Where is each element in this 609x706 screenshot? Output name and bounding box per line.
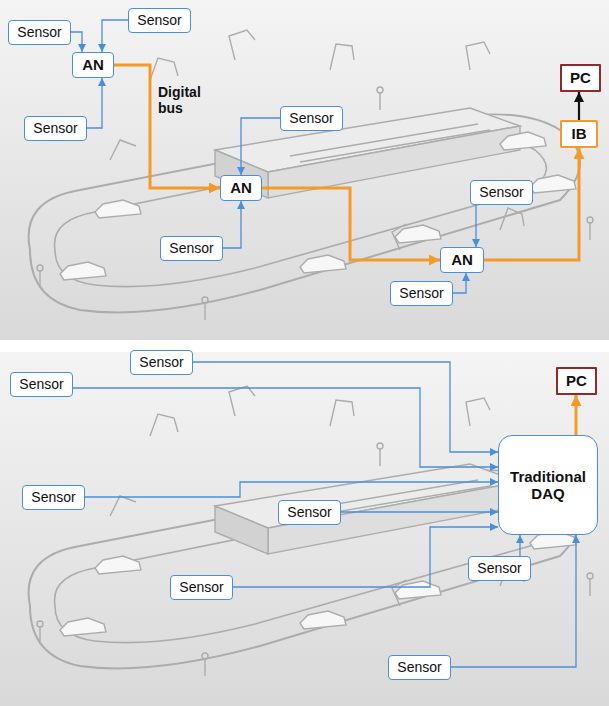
signal-wire (102, 20, 128, 52)
node-text: AN (230, 179, 252, 196)
signal-wire (519, 535, 520, 556)
sensor-box: Sensor (24, 116, 87, 141)
node-text: IB (572, 125, 587, 142)
sensor-box: Sensor (22, 485, 85, 510)
node-text: Sensor (137, 12, 181, 28)
sensor-box: Sensor (170, 575, 233, 600)
node-text: Sensor (287, 504, 331, 520)
node-text: Sensor (477, 560, 521, 576)
node-text: Traditional DAQ (499, 468, 597, 503)
acquisition-node: AN (72, 52, 114, 78)
sensor-box: Sensor (160, 236, 223, 261)
signal-wire (475, 205, 476, 247)
pc-box: PC (560, 64, 601, 92)
signal-wire (85, 482, 498, 497)
node-text: PC (566, 372, 587, 389)
sensor-box: Sensor (8, 20, 71, 45)
signal-wire (341, 511, 498, 512)
bus-label: Digital bus (158, 84, 212, 116)
sensor-box: Sensor (280, 106, 343, 131)
acquisition-node: AN (220, 175, 262, 201)
sensor-box: Sensor (470, 180, 533, 205)
signal-wire (451, 535, 576, 667)
signal-wire (453, 273, 466, 293)
sensor-box: Sensor (388, 655, 451, 680)
digital-bus (262, 188, 440, 260)
signal-wire (193, 362, 498, 452)
node-text: AN (451, 251, 473, 268)
node-text: Sensor (479, 184, 523, 200)
assembly-line-illustration (29, 30, 593, 320)
daq-box: Traditional DAQ (498, 435, 598, 535)
node-text: PC (570, 69, 591, 86)
node-text: Sensor (179, 579, 223, 595)
interface-box: IB (560, 120, 598, 148)
sensor-box: Sensor (10, 372, 73, 397)
sensor-box: Sensor (390, 281, 453, 306)
node-text: Sensor (169, 240, 213, 256)
signal-wire (233, 527, 498, 587)
signal-wire (73, 388, 498, 467)
digital-bus (575, 395, 578, 435)
acquisition-node: AN (440, 247, 484, 273)
signal-wire (87, 78, 102, 128)
node-text: Sensor (31, 489, 75, 505)
node-text: Sensor (17, 24, 61, 40)
node-text: AN (82, 56, 104, 73)
node-text: Sensor (397, 659, 441, 675)
node-text: Sensor (33, 120, 77, 136)
sensor-box: Sensor (130, 350, 193, 375)
panel-background (0, 352, 609, 706)
sensor-box: Sensor (468, 556, 531, 581)
signal-wire (71, 32, 82, 52)
node-text: Sensor (139, 354, 183, 370)
node-text: Sensor (399, 285, 443, 301)
signal-wire (578, 92, 580, 120)
sensor-box: Sensor (278, 500, 341, 525)
sensor-box: Sensor (128, 8, 191, 33)
digital-bus (114, 65, 220, 188)
node-text: Sensor (19, 376, 63, 392)
signal-wire (223, 201, 241, 248)
signal-wire (241, 118, 280, 175)
panel-background (0, 0, 609, 340)
pc-box: PC (556, 367, 597, 395)
node-text: Sensor (289, 110, 333, 126)
